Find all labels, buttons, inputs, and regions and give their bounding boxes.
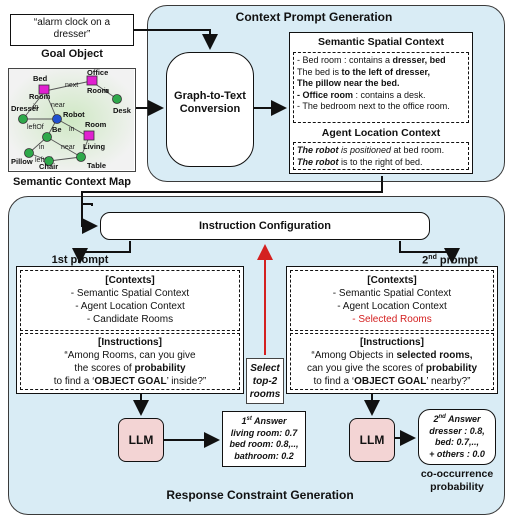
svg-text:Robot: Robot [63, 110, 85, 119]
second-prompt-label: 2nd prompt [422, 254, 478, 267]
first-context-item-3: - Candidate Rooms [86, 314, 174, 325]
svg-text:Bed: Bed [33, 74, 48, 83]
goal-object-label: Goal Object [41, 48, 103, 60]
svg-text:leftOf: leftOf [35, 157, 52, 164]
second-context-item-1: - Semantic Spatial Context [332, 288, 452, 299]
first-instruction-line-1: “Among Rooms, can you give [64, 350, 196, 361]
semantic-spatial-line-3: The pillow near the bed. [297, 78, 400, 88]
second-context-item-3: - Selected Rooms [352, 314, 432, 325]
first-answer-box: 1st Answer living room: 0.7 bed room: 0.… [222, 411, 306, 467]
svg-text:Table: Table [87, 161, 106, 170]
goal-query-text: “alarm clock on a dresser” [33, 17, 111, 40]
first-context-item-2: - Agent Location Context [75, 301, 185, 312]
svg-text:in: in [33, 104, 39, 111]
second-contexts-title: [Contexts] [367, 275, 417, 286]
first-prompt-instructions-box: [Instructions] “Among Rooms, can you giv… [20, 333, 240, 390]
first-answer-line-3: bathroom: 0.2 [234, 450, 294, 461]
svg-text:in: in [104, 88, 110, 95]
svg-text:Dresser: Dresser [11, 104, 39, 113]
map-graph: next in in near in leftOf in near leftOf… [9, 68, 134, 171]
semantic-spatial-line-2: The bed is to the left of dresser, [297, 66, 431, 77]
cooccurrence-label: co-occurrence probability [420, 468, 494, 493]
second-answer-title: 2nd Answer [433, 414, 481, 424]
llm-box-right: LLM [349, 418, 395, 462]
svg-text:Room: Room [29, 92, 51, 101]
svg-text:in: in [69, 126, 75, 133]
second-instruction-line-2: can you give the scores of probability [306, 363, 478, 374]
first-contexts-title: [Contexts] [105, 275, 155, 286]
llm-box-left: LLM [118, 418, 164, 462]
svg-text:in: in [39, 144, 45, 151]
goal-query-box: “alarm clock on a dresser” [10, 14, 134, 46]
agent-location-line-2: The robot is to the right of bed. [297, 156, 423, 167]
svg-text:Chair: Chair [39, 162, 58, 170]
semantic-context-map-label: Semantic Context Map [13, 176, 131, 188]
second-answer-box: 2nd Answer dresser : 0.8, bed: 0.7,.., +… [418, 409, 496, 465]
second-answer-line-3: + others : 0.0 [429, 448, 485, 459]
second-instruction-line-1: “Among Objects in selected rooms, [311, 350, 473, 361]
second-answer-line-1: dresser : 0.8, [429, 425, 485, 436]
svg-text:Office: Office [87, 69, 108, 77]
svg-text:near: near [61, 144, 76, 151]
svg-text:Living: Living [83, 142, 106, 151]
svg-text:Room: Room [85, 120, 107, 129]
second-instruction-line-3: to find a ‘OBJECT GOAL’ nearby?” [313, 376, 471, 387]
first-instruction-line-2: the scores of probability [74, 363, 186, 374]
first-answer-title: 1st Answer [241, 416, 287, 426]
instruction-configuration-box: Instruction Configuration [100, 212, 430, 240]
instruction-configuration-label: Instruction Configuration [199, 220, 331, 232]
second-context-item-2: - Agent Location Context [337, 301, 447, 312]
svg-text:next: next [65, 82, 78, 89]
first-prompt-contexts-box: [Contexts] - Semantic Spatial Context - … [20, 270, 240, 331]
agent-location-context-box: The robot is positioned at bed room. The… [293, 142, 469, 170]
context-prompt-title: Context Prompt Generation [235, 10, 393, 24]
agent-location-line-1: The robot is positioned at bed room. [297, 145, 445, 155]
svg-text:Room: Room [87, 86, 109, 95]
first-context-item-1: - Semantic Spatial Context [70, 288, 190, 299]
response-constraint-title: Response Constraint Generation [166, 488, 354, 502]
first-answer-line-2: bed room: 0.8,.., [229, 439, 299, 449]
graph-to-text-label: Graph-to-Text Conversion [174, 90, 246, 115]
second-prompt-contexts-box: [Contexts] - Semantic Spatial Context - … [290, 270, 494, 331]
select-top2-label: Select top-2 rooms [246, 358, 284, 404]
graph-to-text-box: Graph-to-Text Conversion [166, 52, 254, 167]
first-instruction-line-3: to find a ‘OBJECT GOAL’ inside?” [53, 376, 207, 387]
first-instructions-title: [Instructions] [98, 337, 162, 348]
semantic-spatial-line-1: - Bed room : contains a dresser, bed [297, 55, 446, 65]
second-answer-line-2: bed: 0.7,.., [434, 437, 479, 447]
first-prompt-label: 1st prompt [51, 254, 109, 266]
first-answer-line-1: living room: 0.7 [230, 427, 298, 438]
semantic-context-map: next in in near in leftOf in near leftOf… [8, 68, 136, 172]
semantic-spatial-context-title: Semantic Spatial Context [317, 36, 445, 48]
svg-text:Be: Be [52, 125, 62, 134]
second-prompt-instructions-box: [Instructions] “Among Objects in selecte… [290, 333, 494, 390]
semantic-spatial-context-box: - Bed room : contains a dresser, bed The… [293, 52, 469, 123]
svg-text:near: near [51, 102, 66, 109]
semantic-spatial-line-5: - The bedroom next to the office room. [297, 101, 450, 111]
svg-text:Desk: Desk [113, 106, 132, 115]
svg-text:Pillow: Pillow [11, 157, 33, 166]
svg-text:leftOf: leftOf [27, 124, 44, 131]
agent-location-context-title: Agent Location Context [321, 127, 441, 139]
second-instructions-title: [Instructions] [360, 337, 424, 348]
semantic-spatial-line-4: - Office room : contains a desk. [297, 89, 426, 100]
